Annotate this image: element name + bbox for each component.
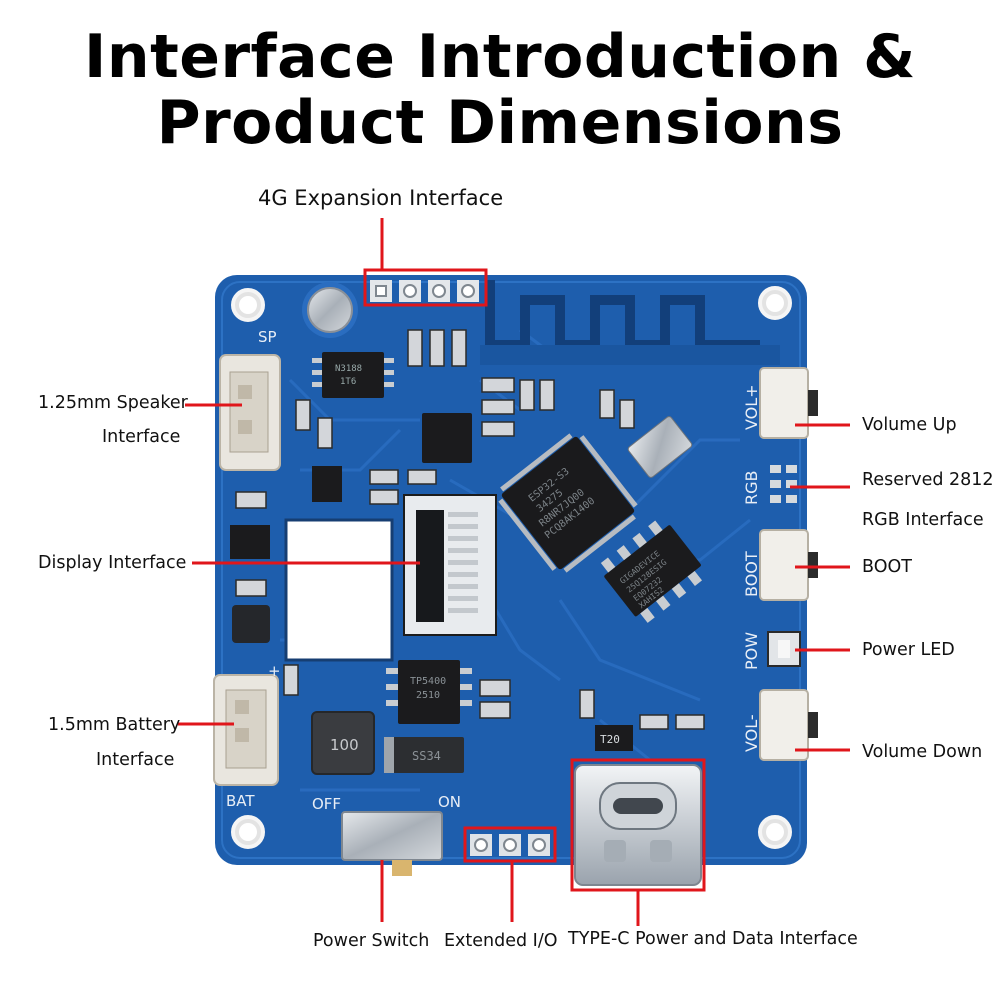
speaker-connector — [219, 354, 281, 471]
label-speaker-line2: Interface — [102, 427, 181, 447]
svg-text:SS34: SS34 — [412, 749, 441, 763]
off-silk: OFF — [312, 795, 341, 813]
svg-text:1T6: 1T6 — [340, 377, 356, 387]
usb-c-connector[interactable] — [574, 764, 702, 886]
battery-connector — [213, 674, 279, 786]
label-rgb-line2: RGB Interface — [862, 510, 984, 530]
crystal — [627, 416, 693, 478]
mcu-chip: ESP32-S3 34275 R8NR7JQ00 PCQ8AK1400 — [498, 433, 638, 573]
plus-silk: + — [268, 662, 281, 680]
inductor-small — [232, 605, 270, 643]
label-boot: BOOT — [862, 557, 912, 577]
label-power-switch: Power Switch — [313, 931, 430, 951]
microphone — [307, 287, 353, 333]
label-rgb-line1: Reserved 2812 — [862, 470, 994, 490]
svg-text:2510: 2510 — [416, 690, 440, 701]
svg-text:100: 100 — [330, 736, 359, 754]
svg-text:TP5400: TP5400 — [410, 676, 446, 687]
rgb-silk: RGB — [742, 471, 761, 506]
regulator-chip: T20 — [595, 725, 633, 751]
amp-chip — [422, 413, 472, 463]
leader-lines — [178, 218, 850, 926]
vol-up-button[interactable] — [759, 367, 818, 439]
mounting-holes — [231, 286, 792, 849]
page-title-line1: Interface Introduction & — [84, 22, 916, 92]
board-cutout — [284, 518, 394, 662]
vol-up-silk: VOL+ — [742, 384, 761, 430]
svg-text:T20: T20 — [600, 733, 620, 746]
label-volume-up: Volume Up — [862, 415, 957, 435]
vol-down-silk: VOL- — [742, 714, 761, 752]
label-extended-io: Extended I/O — [444, 931, 558, 951]
label-power-led: Power LED — [862, 640, 955, 660]
label-typec: TYPE-C Power and Data Interface — [568, 929, 858, 949]
label-volume-down: Volume Down — [862, 742, 983, 762]
label-battery-line2: Interface — [96, 750, 175, 770]
display-connector — [403, 494, 497, 636]
label-speaker-line1: 1.25mm Speaker — [38, 393, 188, 413]
power-inductor: 100 — [311, 711, 375, 775]
rgb-pads — [770, 465, 797, 503]
passives — [235, 329, 705, 730]
antenna — [485, 280, 760, 350]
label-display: Display Interface — [38, 553, 187, 573]
charger-chip: TP5400 2510 — [386, 660, 472, 724]
page-title-line2: Product Dimensions — [156, 88, 844, 158]
codec-chip: N3188 1T6 — [312, 352, 394, 398]
bat-silk: BAT — [226, 792, 255, 810]
svg-text:N3188: N3188 — [335, 364, 362, 374]
boot-silk: BOOT — [742, 551, 761, 597]
sp-silk: SP — [258, 328, 277, 346]
boot-button[interactable] — [759, 529, 818, 601]
extended-io-pads — [470, 834, 550, 856]
flash-chip: GIGADEVICE 25Q128ESIG EQ07232 XAHIS2 — [600, 520, 703, 623]
schottky-diode: SS34 — [384, 737, 464, 773]
power-led — [767, 631, 801, 667]
vol-down-button[interactable] — [759, 689, 818, 761]
expansion-4g-pads — [370, 280, 479, 302]
pow-silk: POW — [742, 632, 761, 670]
label-battery-line1: 1.5mm Battery — [48, 715, 181, 735]
label-4g-expansion: 4G Expansion Interface — [258, 186, 504, 210]
power-switch[interactable] — [341, 811, 443, 876]
on-silk: ON — [438, 793, 461, 811]
